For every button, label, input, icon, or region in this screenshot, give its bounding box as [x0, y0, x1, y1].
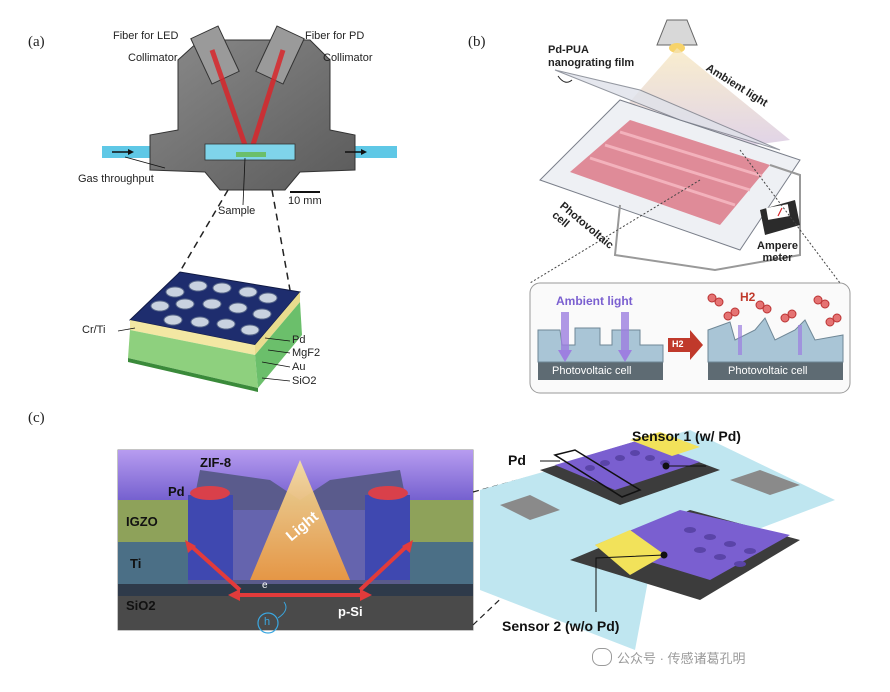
label-pd-left: Pd	[168, 484, 185, 499]
pv-cell-right	[708, 362, 843, 380]
label-sensor2: Sensor 2 (w/o Pd)	[502, 618, 620, 634]
label-collimator-right: Collimator	[323, 52, 373, 64]
label-h2-arrow: H2	[672, 339, 684, 349]
panel-label-a: (a)	[28, 34, 45, 50]
label-inset-h2: H2	[740, 290, 756, 304]
ti-layer-left	[118, 542, 188, 584]
chat-icon	[592, 648, 612, 666]
label-pd-right: Pd	[508, 452, 526, 468]
sensor1-electrode	[630, 432, 700, 456]
pv-cell-left	[538, 362, 663, 380]
housing	[149, 39, 356, 191]
label-h: h	[264, 616, 271, 628]
pd-cap-right	[368, 486, 408, 500]
panel-label-c: (c)	[28, 410, 45, 426]
igzo-layer-right	[410, 500, 473, 542]
sensor2-zif8	[595, 510, 790, 580]
label-ampere: Ampere meter	[757, 240, 798, 264]
lamp-icon	[656, 19, 698, 46]
label-collimator-left: Collimator	[128, 52, 178, 64]
label-gas: Gas throughput	[78, 173, 154, 185]
label-zif8: ZIF-8	[200, 455, 232, 470]
label-scale: 10 mm	[288, 195, 322, 207]
panel-a	[102, 25, 397, 392]
label-sio2-c: SiO2	[126, 598, 156, 613]
light-beam	[250, 460, 350, 580]
panel-label-b: (b)	[468, 34, 486, 50]
label-pd: Pd	[292, 334, 306, 346]
watermark: 公众号 · 传感诸葛孔明	[617, 651, 746, 666]
hole-circle	[257, 612, 279, 634]
sensor1-wells	[585, 450, 670, 471]
label-igzo: IGZO	[126, 514, 158, 529]
label-pv-left: Photovoltaic cell	[552, 365, 632, 377]
label-sensor1: Sensor 1 (w/ Pd)	[632, 428, 741, 444]
label-e: e	[262, 580, 268, 591]
wire	[613, 164, 801, 272]
label-fiber-pd: Fiber for PD	[305, 30, 365, 42]
igzo-layer-left	[118, 500, 188, 542]
sensor2-wells	[684, 527, 756, 567]
beam-out	[249, 49, 286, 149]
panel-c-device	[480, 430, 835, 650]
pd-cap-left	[190, 486, 230, 500]
label-sio2: SiO2	[292, 375, 317, 387]
panel-c-cross-section	[117, 449, 611, 634]
label-cr-ti: Cr/Ti	[82, 324, 106, 336]
sio2-layer	[118, 584, 473, 596]
label-mgf2: MgF2	[292, 347, 321, 359]
label-psi: p-Si	[338, 604, 363, 619]
electrode-left	[188, 495, 233, 580]
label-ti: Ti	[130, 556, 142, 571]
pd-highlight-box	[553, 449, 642, 498]
label-sample: Sample	[218, 205, 256, 217]
label-inset-ambient: Ambient light	[556, 294, 633, 308]
label-au: Au	[292, 361, 306, 373]
pd-discs	[150, 280, 278, 336]
electrode-right	[365, 495, 410, 580]
label-film: Pd-PUA nanograting film	[548, 44, 635, 69]
beam-in	[209, 49, 249, 149]
h2-arrow-icon	[668, 330, 703, 360]
sample-stack	[117, 271, 302, 392]
label-fiber-led: Fiber for LED	[113, 30, 179, 42]
film-sheet	[554, 69, 781, 151]
ti-layer-right	[410, 542, 473, 584]
sample-mark	[236, 152, 266, 157]
h2-molecules	[707, 293, 842, 327]
sensor2-electrode	[595, 530, 665, 575]
label-pv-right: Photovoltaic cell	[728, 365, 808, 377]
panel-b	[529, 19, 851, 394]
